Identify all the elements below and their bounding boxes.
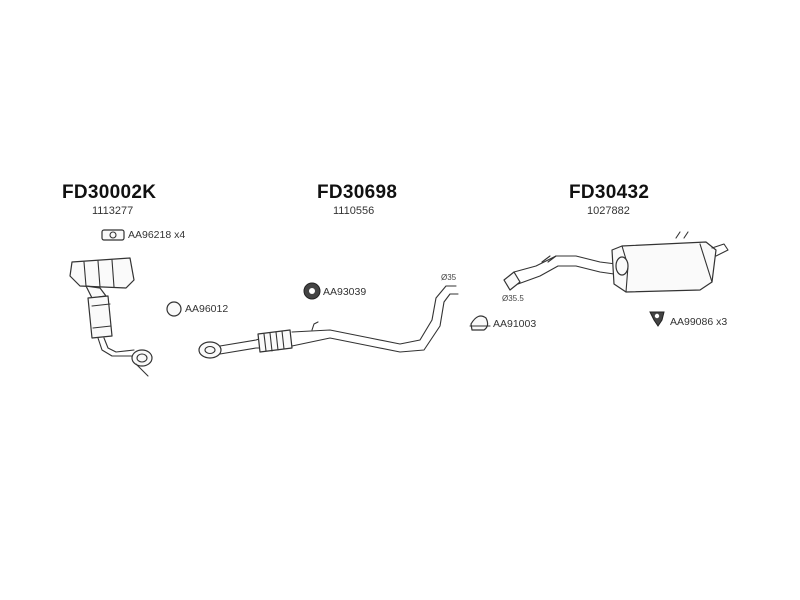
clamp-code: AA91003 bbox=[493, 318, 537, 330]
ring-drawing bbox=[166, 301, 182, 317]
oe-number-catalytic: 1113277 bbox=[92, 205, 134, 217]
ring-code: AA96012 bbox=[185, 303, 229, 315]
assembly-code-mid-pipe: FD30698 bbox=[317, 182, 398, 203]
mount-drawing bbox=[649, 311, 665, 327]
rear-pipe-diameter: Ø35.5 bbox=[502, 294, 524, 303]
mount-qty: x3 bbox=[716, 316, 728, 328]
gasket-label: AA96218 x4 bbox=[128, 229, 185, 241]
hanger-drawing bbox=[303, 282, 321, 300]
oe-number-silencer: 1027882 bbox=[587, 205, 630, 217]
catalytic-converter-drawing bbox=[69, 257, 153, 377]
assembly-code-silencer: FD30432 bbox=[569, 182, 650, 203]
assembly-code-catalytic: FD30002K bbox=[62, 182, 157, 203]
mount-code: AA99086 bbox=[670, 316, 714, 328]
rear-silencer-drawing bbox=[503, 231, 729, 293]
hanger-code: AA93039 bbox=[323, 286, 367, 298]
mount-label: AA99086 x3 bbox=[670, 316, 727, 328]
mid-pipe-diameter: Ø35 bbox=[441, 273, 457, 282]
gasket-drawing bbox=[101, 229, 125, 241]
gasket-code: AA96218 bbox=[128, 229, 172, 241]
mid-pipe-drawing bbox=[198, 285, 459, 359]
clamp-drawing bbox=[469, 315, 491, 331]
gasket-qty: x4 bbox=[174, 229, 186, 241]
oe-number-mid-pipe: 1110556 bbox=[333, 205, 375, 217]
